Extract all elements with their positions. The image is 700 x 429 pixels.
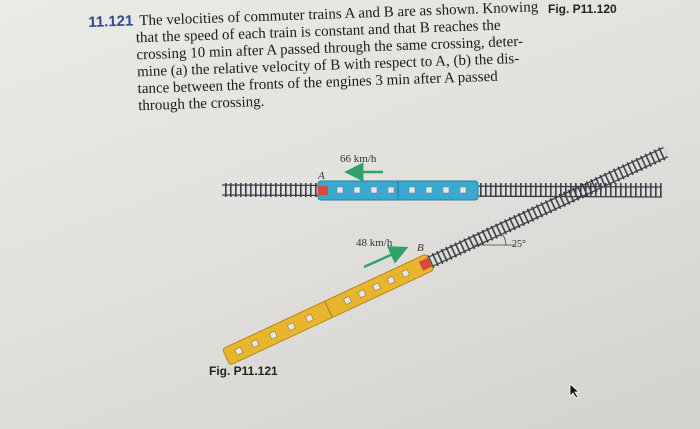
train-a	[317, 180, 479, 201]
inclined-track	[427, 145, 669, 269]
angle-label: 25°	[512, 239, 526, 250]
velocity-arrow-b	[363, 246, 409, 269]
train-a-label: A	[317, 170, 325, 182]
train-b	[222, 254, 434, 365]
mouse-pointer-icon	[569, 383, 581, 399]
train-a-speed: 66 km/h	[340, 153, 377, 165]
figure-caption: Fig. P11.121	[209, 364, 278, 378]
train-b-speed: 48 km/h	[356, 237, 393, 249]
angle-indicator: 25°	[474, 234, 526, 250]
train-b-label: B	[417, 242, 424, 254]
previous-figure-label: Fig. P11.120	[548, 2, 617, 16]
